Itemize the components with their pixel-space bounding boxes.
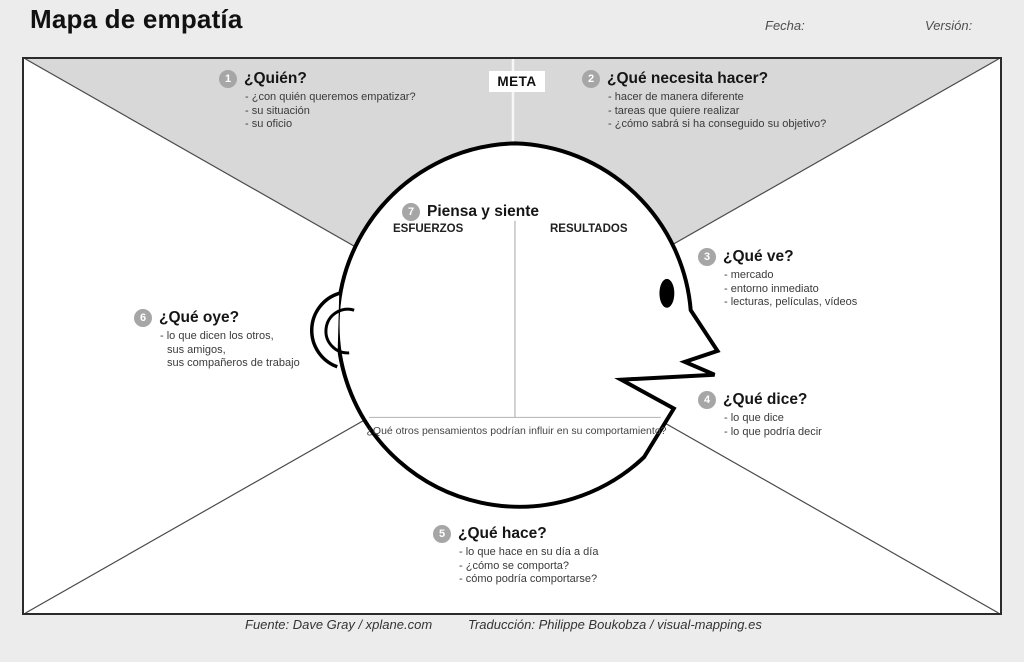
eye-icon [659, 278, 675, 308]
head-outline [335, 141, 721, 509]
bullet-line: sus compañeros de trabajo [167, 357, 300, 369]
section-number-badge: 2 [582, 70, 600, 88]
bullet-line: - ¿cómo se comporta? [459, 559, 570, 572]
ear-inner-icon [324, 307, 355, 355]
bullet-line: - lo que dicen los otros, [160, 330, 274, 342]
bullet-line: sus amigos, [167, 343, 226, 356]
section-que-necesita-hacer: 2 ¿Qué necesita hacer? - hacer de manera… [582, 70, 826, 132]
section-number-badge: 7 [402, 203, 420, 221]
section-que-ve: 3 ¿Qué ve? - mercado - entorno inmediato… [698, 248, 857, 310]
thoughts-footnote: ¿Qué otros pensamientos podrían influir … [366, 425, 667, 437]
section-number-badge: 5 [433, 525, 451, 543]
section-number-badge: 1 [219, 70, 237, 88]
bullet-line: - cómo podría comportarse? [459, 573, 598, 585]
bullet-line: - lecturas, películas, vídeos [724, 296, 858, 308]
section-title: ¿Qué necesita hacer? [607, 70, 769, 87]
efforts-label: ESFUERZOS [393, 223, 464, 235]
empathy-map-figure [25, 59, 999, 613]
bullet-line: - ¿cómo sabrá si ha conseguido su objeti… [608, 118, 827, 130]
section-title: Piensa y siente [427, 203, 540, 220]
page-title: Mapa de empatía [30, 4, 243, 34]
section-title: ¿Qué oye? [159, 309, 240, 326]
section-number-badge: 4 [698, 391, 716, 409]
empathy-map-board: META 1 ¿Quién? - ¿con quién queremos emp… [22, 57, 1002, 615]
bullet-line: - mercado [724, 269, 774, 281]
section-quien: 1 ¿Quién? - ¿con quién queremos empatiza… [219, 70, 416, 132]
bullet-line: - ¿con quién queremos empatizar? [245, 91, 416, 103]
section-que-dice: 4 ¿Qué dice? - lo que dice - lo que podr… [698, 391, 822, 439]
results-label: RESULTADOS [550, 223, 628, 235]
section-piensa-y-siente: 7 Piensa y siente [402, 203, 539, 221]
section-title: ¿Qué hace? [458, 525, 547, 542]
bullet-line: - lo que hace en su día a día [459, 546, 599, 558]
section-number-badge: 3 [698, 248, 716, 266]
section-title: ¿Qué dice? [723, 391, 808, 408]
version-label: Versión: [925, 18, 973, 33]
bullet-line: - su situación [245, 104, 310, 117]
bullet-line: - tareas que quiere realizar [608, 104, 740, 117]
bullet-line: - su oficio [245, 118, 293, 130]
source-credit: Fuente: Dave Gray / xplane.com [245, 617, 433, 632]
section-que-hace: 5 ¿Qué hace? - lo que hace en su día a d… [433, 525, 598, 587]
section-que-oye: 6 ¿Qué oye? - lo que dicen los otros, su… [134, 309, 300, 371]
section-title: ¿Quién? [244, 70, 307, 87]
translation-credit: Traducción: Philippe Boukobza / visual-m… [468, 617, 762, 632]
bullet-line: - lo que podría decir [724, 425, 822, 438]
bullet-line: - hacer de manera diferente [608, 91, 744, 103]
section-number-badge: 6 [134, 309, 152, 327]
bullet-line: - lo que dice [724, 412, 784, 424]
date-label: Fecha: [765, 18, 805, 33]
goal-meta-label: META [489, 71, 545, 92]
bullet-line: - entorno inmediato [724, 282, 819, 295]
section-title: ¿Qué ve? [723, 248, 794, 265]
